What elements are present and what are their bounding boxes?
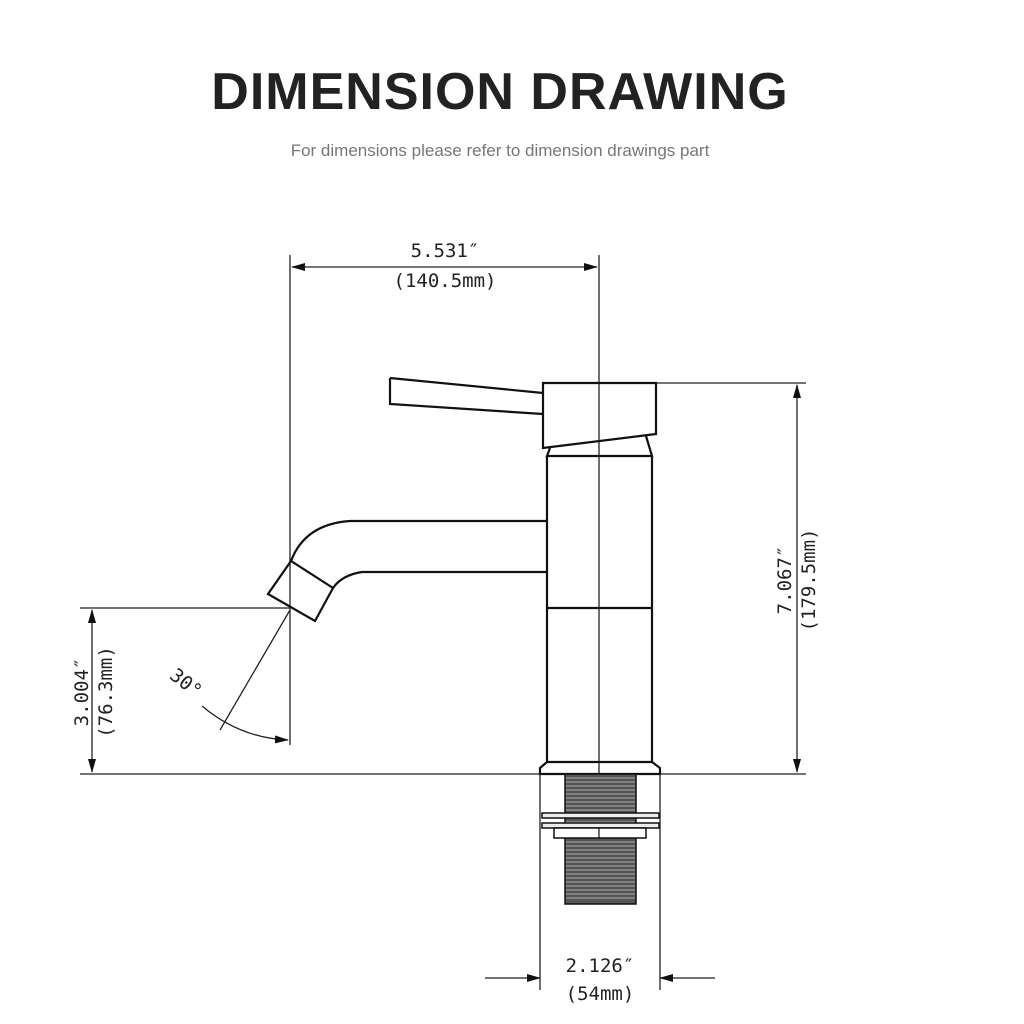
spout-height-inch: 3.004″ — [71, 658, 93, 727]
dimension-lines — [80, 255, 806, 990]
threaded-shank — [541, 773, 660, 905]
base-width-mm: (54mm) — [566, 983, 635, 1005]
height-inch: 7.067″ — [774, 546, 796, 615]
spout-reach-mm: (140.5mm) — [394, 270, 497, 292]
faucet-outline — [266, 376, 662, 776]
spout-height-mm: (76.3mm) — [95, 646, 117, 738]
spout-reach-inch: 5.531″ — [411, 240, 480, 262]
page-title: DIMENSION DRAWING — [211, 63, 789, 121]
base-width-inch: 2.126″ — [566, 955, 635, 977]
page-subtitle: For dimensions please refer to dimension… — [290, 141, 710, 160]
spout-angle: 30° — [165, 664, 206, 702]
height-mm: (179.5mm) — [798, 529, 820, 632]
